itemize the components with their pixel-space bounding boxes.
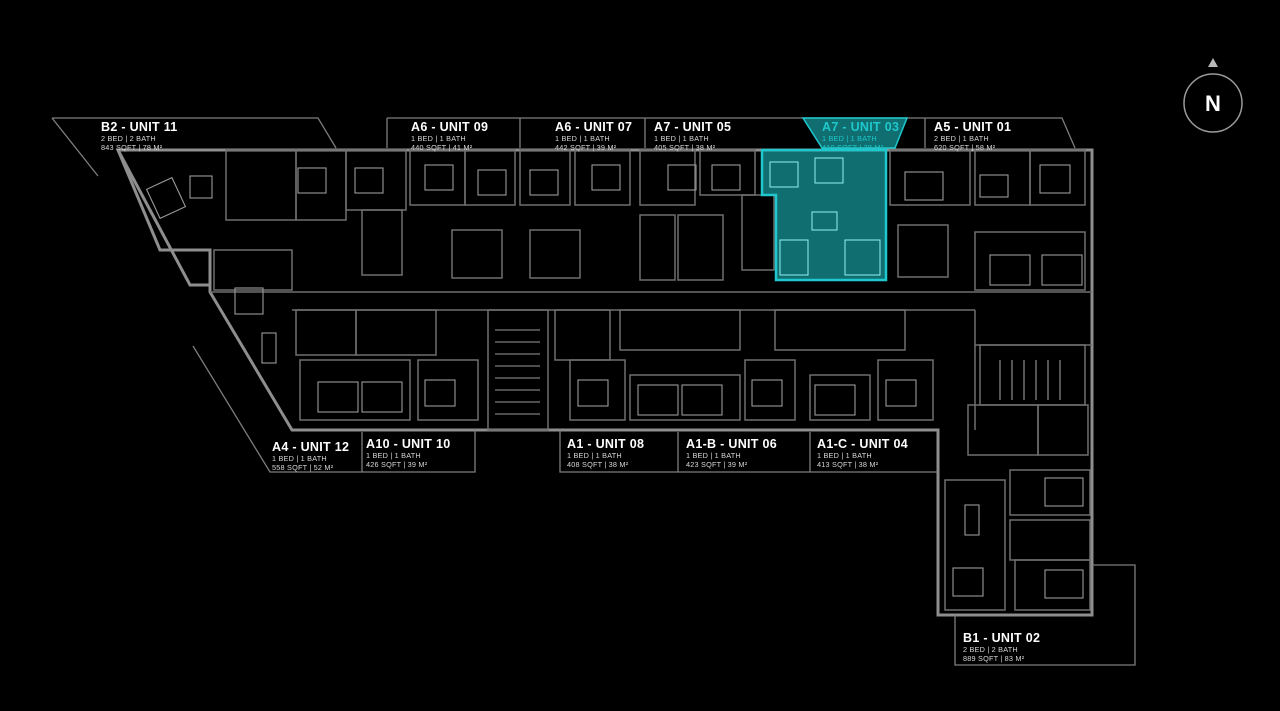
unit-bed-bath: 1 BED | 1 BATH <box>817 451 872 460</box>
unit-area: 405 SQFT | 38 M² <box>654 143 716 152</box>
fixtures <box>145 164 1084 599</box>
compass: N <box>1183 58 1243 133</box>
unit-area: 843 SQFT | 78 M² <box>101 143 163 152</box>
unit-bed-bath: 2 BED | 1 BATH <box>934 134 989 143</box>
unit-area: 440 SQFT | 41 M² <box>411 143 473 152</box>
unit-title: B2 - UNIT 11 <box>101 120 178 134</box>
unit-title: A7 - UNIT 05 <box>654 120 731 134</box>
unit-area: 558 SQFT | 52 M² <box>272 463 334 472</box>
unit-title: B1 - UNIT 02 <box>963 631 1040 645</box>
unit-area: 620 SQFT | 58 M² <box>934 143 996 152</box>
compass-label: N <box>1205 91 1221 116</box>
unit-title: A6 - UNIT 09 <box>411 120 488 134</box>
unit-label-tabs <box>51 117 1136 666</box>
selected-unit-highlight <box>760 148 888 282</box>
unit-area: 423 SQFT | 39 M² <box>686 460 748 469</box>
unit-area: 413 SQFT | 38 M² <box>817 460 879 469</box>
unit-title: A10 - UNIT 10 <box>366 437 450 451</box>
compass-ring <box>1183 73 1243 133</box>
unit-bed-bath: 1 BED | 1 BATH <box>366 451 421 460</box>
north-arrow-icon <box>1208 58 1218 67</box>
unit-title: A5 - UNIT 01 <box>934 120 1011 134</box>
unit-title: A7 - UNIT 03 <box>822 120 899 134</box>
unit-title: A1 - UNIT 08 <box>567 437 644 451</box>
interior-rooms <box>213 149 1091 611</box>
unit-area: 889 SQFT | 83 M² <box>963 654 1025 663</box>
unit-bed-bath: 1 BED | 1 BATH <box>411 134 466 143</box>
unit-bed-bath: 2 BED | 2 BATH <box>963 645 1018 654</box>
unit-bed-bath: 1 BED | 1 BATH <box>555 134 610 143</box>
unit-bed-bath: 1 BED | 1 BATH <box>822 134 877 143</box>
unit-title: A1-B - UNIT 06 <box>686 437 777 451</box>
unit-area: 410 SQFT | 38 M² <box>822 143 884 152</box>
unit-bed-bath: 1 BED | 1 BATH <box>654 134 709 143</box>
unit-area: 426 SQFT | 39 M² <box>366 460 428 469</box>
unit-bed-bath: 1 BED | 1 BATH <box>272 454 327 463</box>
unit-title: A1-C - UNIT 04 <box>817 437 908 451</box>
unit-title: A6 - UNIT 07 <box>555 120 632 134</box>
unit-area: 408 SQFT | 38 M² <box>567 460 629 469</box>
unit-title: A4 - UNIT 12 <box>272 440 349 454</box>
unit-bed-bath: 2 BED | 2 BATH <box>101 134 156 143</box>
unit-area: 442 SQFT | 39 M² <box>555 143 617 152</box>
unit-bed-bath: 1 BED | 1 BATH <box>686 451 741 460</box>
unit-bed-bath: 1 BED | 1 BATH <box>567 451 622 460</box>
